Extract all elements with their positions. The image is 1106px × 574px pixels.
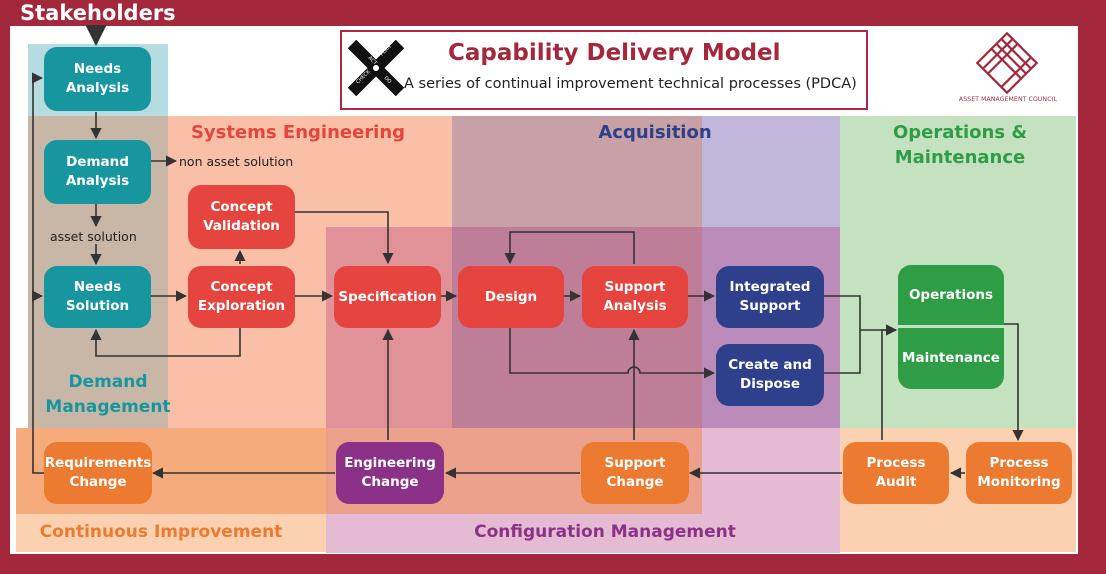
label-configuration-management: Configuration Management (474, 522, 736, 542)
label-non-asset-solution: non asset solution (179, 154, 294, 169)
node-create-and-dispose[interactable]: Create and Dispose (716, 344, 824, 406)
node-concept-exploration[interactable]: Concept Exploration (188, 266, 295, 328)
pdca-cross-icon: ACT PLAN DO CHECK (347, 39, 405, 97)
label-acquisition: Acquisition (598, 122, 712, 143)
pdca-act: ACT (367, 55, 379, 67)
asset-management-council-logo-icon (975, 31, 1039, 95)
node-design[interactable]: Design (458, 266, 564, 328)
node-needs-solution[interactable]: Needs Solution (44, 266, 151, 328)
node-requirements-change[interactable]: Requirements Change (44, 442, 152, 504)
node-support-change[interactable]: Support Change (581, 442, 689, 504)
label-asset-solution: asset solution (48, 229, 139, 244)
org-name: ASSET MANAGEMENT COUNCIL (958, 96, 1058, 103)
node-integrated-support[interactable]: Integrated Support (716, 266, 824, 328)
node-maintenance[interactable]: Maintenance (898, 325, 1004, 389)
pdca-do: DO (383, 75, 393, 85)
label-operations-maintenance: Operations & Maintenance (892, 122, 1028, 168)
label-demand-management: Demand Management (45, 372, 171, 417)
label-systems-engineering: Systems Engineering (190, 122, 406, 143)
node-process-monitoring[interactable]: Process Monitoring (966, 442, 1072, 504)
diagram-title: Capability Delivery Model (448, 40, 781, 66)
node-engineering-change[interactable]: Engineering Change (336, 442, 444, 504)
node-operations[interactable]: Operations (898, 265, 1004, 325)
diagram-subtitle: A series of continual improvement techni… (404, 76, 857, 92)
node-support-analysis[interactable]: Support Analysis (582, 266, 688, 328)
node-concept-validation[interactable]: Concept Validation (188, 185, 295, 249)
title-box (340, 30, 868, 110)
label-continuous-improvement: Continuous Improvement (39, 522, 283, 542)
node-process-audit[interactable]: Process Audit (843, 442, 949, 504)
node-demand-analysis[interactable]: Demand Analysis (44, 140, 151, 204)
node-needs-analysis[interactable]: Needs Analysis (44, 47, 151, 111)
stakeholders-label: Stakeholders (20, 1, 176, 25)
node-specification[interactable]: Specification (334, 266, 441, 328)
